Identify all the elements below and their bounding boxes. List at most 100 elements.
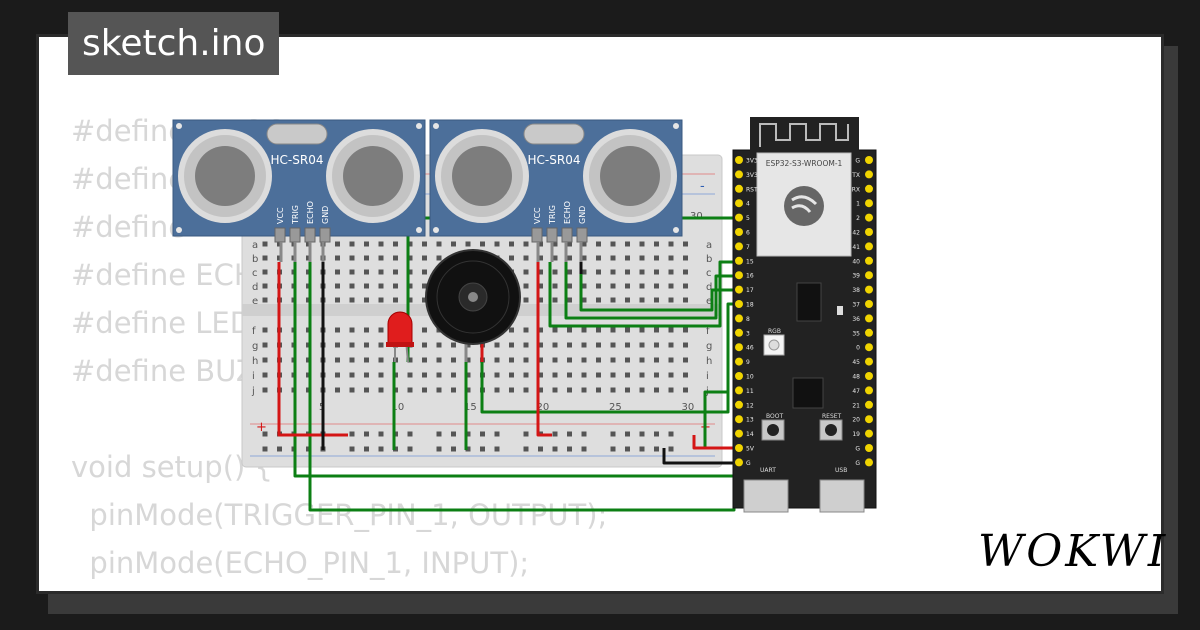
- column-number: 20: [537, 402, 550, 413]
- esp-pin[interactable]: [865, 285, 873, 294]
- esp-pin-label: 3V3: [746, 158, 758, 165]
- esp-pin-label: G: [746, 460, 751, 467]
- esp-pin[interactable]: [735, 285, 743, 294]
- buzzer[interactable]: [425, 249, 521, 362]
- esp-pin-label: 36: [852, 316, 860, 323]
- row-label: c: [706, 268, 712, 279]
- esp32-s3-board[interactable]: ESP32-S3-WROOM-1 RGB BOOT RESET UART USB…: [732, 117, 877, 513]
- esp-pin[interactable]: [865, 343, 873, 352]
- esp-pin[interactable]: [735, 213, 743, 222]
- sensor-2-model: HC-SR04: [528, 153, 581, 167]
- esp-pin[interactable]: [865, 199, 873, 208]
- esp-pin-label: 42: [852, 230, 860, 237]
- esp-pin-label: G: [855, 460, 860, 467]
- esp-pin[interactable]: [865, 444, 873, 452]
- svg-text:VCC: VCC: [533, 207, 542, 224]
- ultrasonic-sensor-2[interactable]: HC-SR04 VCC TRIG ECHO GND: [429, 119, 683, 243]
- esp-pin-label: 8: [746, 316, 750, 323]
- svg-text:USB: USB: [835, 467, 847, 474]
- svg-text:ECHO: ECHO: [306, 201, 315, 224]
- code-line: #define: [71, 162, 187, 196]
- esp-pin[interactable]: [865, 328, 873, 337]
- uart-port: [743, 479, 789, 513]
- svg-text:ECHO: ECHO: [563, 201, 572, 224]
- row-label: a: [252, 240, 258, 251]
- esp-pin[interactable]: [735, 386, 743, 395]
- wire-red: [277, 262, 348, 437]
- esp-pin[interactable]: [865, 314, 873, 323]
- esp-pin-label: 38: [852, 287, 860, 294]
- esp-pin-label: 40: [852, 258, 860, 265]
- esp-pin[interactable]: [735, 444, 743, 452]
- svg-text:BOOT: BOOT: [766, 413, 783, 420]
- esp-pin[interactable]: [735, 256, 743, 265]
- esp-pin[interactable]: [735, 415, 743, 424]
- esp-pin[interactable]: [735, 156, 743, 164]
- esp-pin[interactable]: [865, 170, 873, 179]
- esp-pin-label: G: [855, 158, 860, 165]
- esp-pin[interactable]: [865, 213, 873, 222]
- row-label: g: [252, 341, 258, 352]
- esp-pin[interactable]: [865, 357, 873, 366]
- esp-pin-label: 2: [856, 215, 860, 222]
- esp-pin[interactable]: [865, 256, 873, 265]
- esp-pin[interactable]: [735, 242, 743, 251]
- esp-pin[interactable]: [735, 328, 743, 337]
- esp-pin[interactable]: [865, 184, 873, 193]
- wire-red: [692, 435, 738, 450]
- esp-pin[interactable]: [865, 458, 873, 467]
- esp-pin-label: RX: [852, 186, 860, 193]
- esp-pin[interactable]: [735, 184, 743, 193]
- file-tab[interactable]: sketch.ino: [68, 12, 280, 75]
- esp-pin[interactable]: [735, 199, 743, 208]
- esp-pin-label: 46: [746, 345, 754, 352]
- esp-pin[interactable]: [865, 228, 873, 236]
- esp-pin-label: TX: [851, 172, 860, 179]
- esp-pin[interactable]: [865, 415, 873, 424]
- esp-pin-label: 20: [852, 417, 860, 424]
- esp-pin[interactable]: [735, 429, 743, 438]
- wire-green: [480, 302, 738, 414]
- wire-green: [564, 262, 738, 320]
- esp-pin-label: 45: [852, 359, 860, 366]
- sensor-1-model: HC-SR04: [271, 153, 324, 167]
- esp-pin-label: 9: [746, 359, 750, 366]
- esp-pin-label: 37: [852, 302, 860, 309]
- esp-pin[interactable]: [865, 242, 873, 251]
- svg-text:TRIG: TRIG: [291, 205, 300, 225]
- esp-pin-label: 1: [856, 201, 860, 208]
- esp-pin[interactable]: [865, 372, 873, 380]
- row-label: b: [252, 254, 258, 265]
- esp-pin-label: 0: [856, 345, 860, 352]
- esp-pin[interactable]: [735, 228, 743, 236]
- esp-pin[interactable]: [735, 357, 743, 366]
- row-label: i: [706, 371, 709, 382]
- esp-pin-label: 11: [746, 388, 754, 395]
- red-led[interactable]: [386, 311, 414, 363]
- ultrasonic-sensor-1[interactable]: HC-SR04 VCC TRIG ECHO GND: [172, 119, 426, 243]
- esp-pin[interactable]: [865, 271, 873, 280]
- row-label: f: [252, 326, 256, 337]
- esp-pin[interactable]: [735, 314, 743, 323]
- esp-pin[interactable]: [865, 156, 873, 164]
- code-line: pinMode(TRIGGER_PIN_1, OUTPUT);: [71, 498, 608, 532]
- esp-pin[interactable]: [735, 271, 743, 280]
- row-label: f: [706, 326, 710, 337]
- esp-pin[interactable]: [865, 386, 873, 395]
- column-number: 10: [392, 402, 405, 413]
- esp-pin-label: 4: [746, 201, 750, 208]
- esp-pin[interactable]: [735, 458, 743, 467]
- esp-pin[interactable]: [735, 170, 743, 179]
- column-number: 30: [682, 402, 695, 413]
- esp-pin[interactable]: [735, 372, 743, 380]
- esp-pin[interactable]: [735, 400, 743, 409]
- esp-pin[interactable]: [735, 300, 743, 308]
- esp-pin[interactable]: [865, 429, 873, 438]
- usb-port: [819, 479, 865, 513]
- esp-pin[interactable]: [735, 343, 743, 352]
- rail-marker: +: [256, 420, 267, 435]
- row-label: e: [706, 296, 712, 307]
- esp-pin[interactable]: [865, 300, 873, 308]
- esp-pin[interactable]: [865, 400, 873, 409]
- esp-pin-label: 41: [852, 244, 860, 251]
